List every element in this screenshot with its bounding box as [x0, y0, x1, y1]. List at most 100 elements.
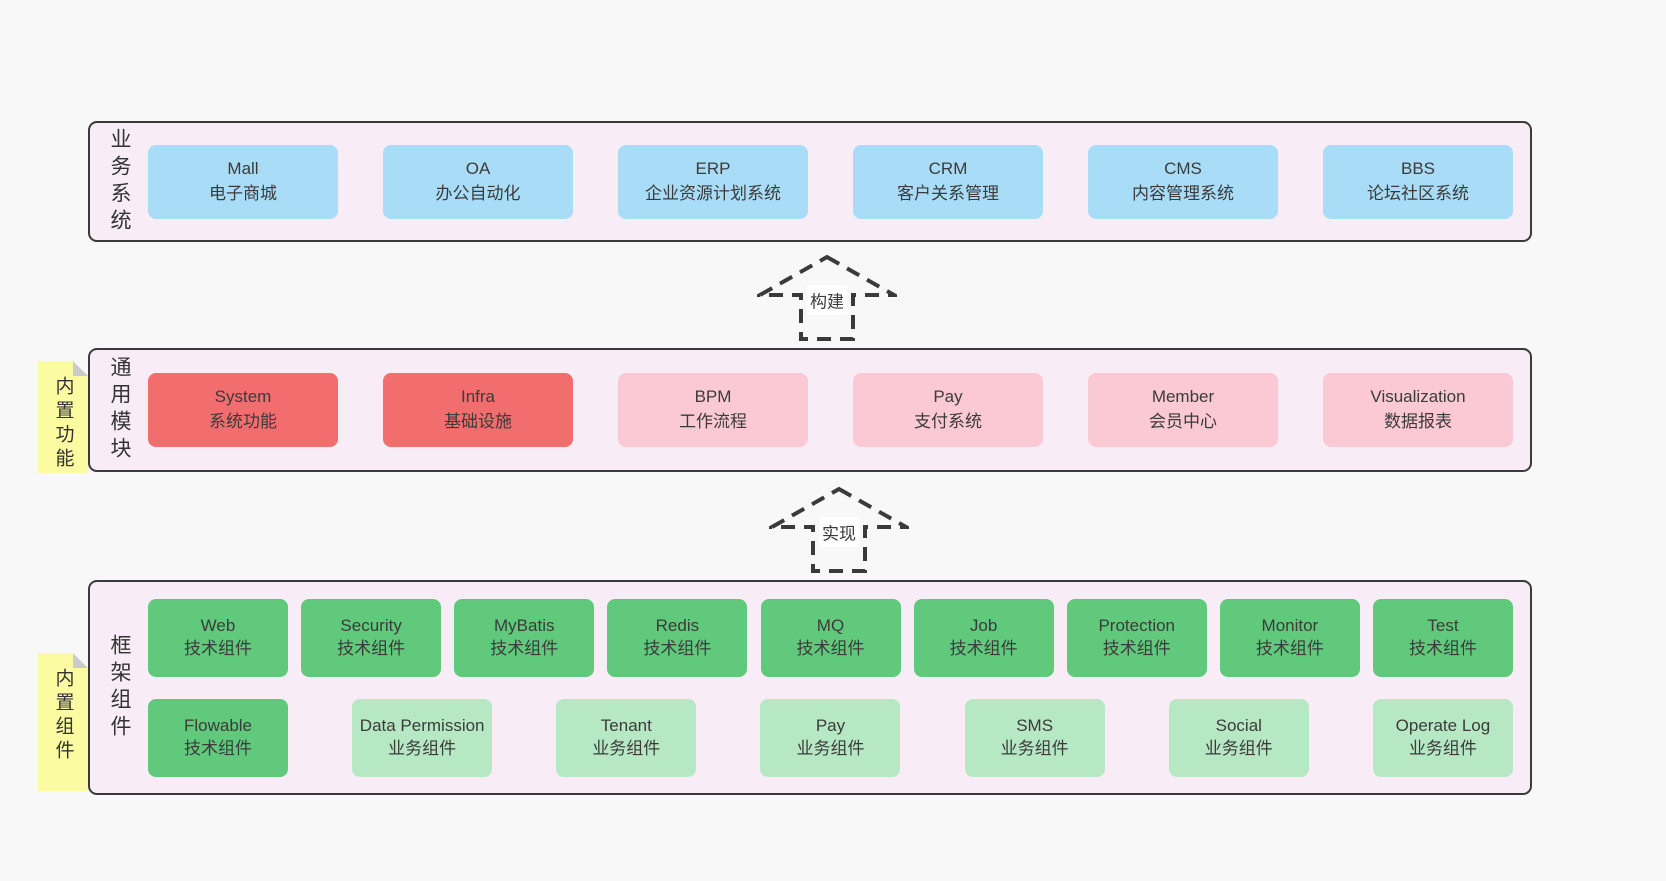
node-test: Test 技术组件: [1373, 598, 1513, 677]
node-bbs: BBS 论坛社区系统: [1323, 144, 1513, 219]
sticky-tab-built-in-features: 内置功能: [38, 361, 88, 473]
node-title: Data Permission: [359, 716, 485, 736]
node-visualization: Visualization 数据报表: [1323, 373, 1513, 447]
node-subtitle: 客户关系管理: [897, 183, 999, 203]
node-title: Pay: [933, 387, 963, 407]
node-title: Protection: [1098, 616, 1176, 636]
dashed-up-arrow-icon: [757, 254, 897, 341]
sticky-tab-label: 内置功能: [52, 376, 74, 472]
band-label-business-systems: 业务系统: [108, 127, 131, 236]
node-subtitle: 技术组件: [949, 638, 1018, 658]
node-redis: Redis 技术组件: [607, 598, 748, 677]
arrow-implement: 实现: [769, 486, 909, 574]
node-subtitle: 技术组件: [184, 638, 252, 658]
node-subtitle: 支付系统: [914, 412, 982, 431]
node-title: MQ: [816, 616, 845, 636]
node-title: Pay: [815, 716, 846, 736]
node-erp: ERP 企业资源计划系统: [618, 144, 808, 219]
node-title: BBS: [1400, 158, 1436, 178]
node-subtitle: 基础设施: [444, 412, 512, 431]
node-mall: Mall 电子商城: [148, 144, 338, 219]
node-title: Monitor: [1261, 616, 1319, 636]
node-title: Operate Log: [1395, 716, 1491, 736]
band-content: System 系统功能 Infra 基础设施 BPM 工作流程 Pay 支付系统…: [148, 373, 1530, 447]
node-subtitle: 技术组件: [337, 638, 406, 658]
node-flowable: Flowable 技术组件: [148, 698, 288, 777]
node-subtitle: 技术组件: [1255, 638, 1324, 658]
sticky-tab-label: 内置组件: [52, 668, 74, 764]
node-subtitle: 工作流程: [679, 412, 747, 431]
node-web: Web 技术组件: [148, 598, 288, 677]
node-title: Web: [200, 616, 236, 636]
node-title: Mall: [227, 158, 259, 178]
arrow-build-label: 构建: [807, 285, 847, 315]
node-title: SMS: [1016, 716, 1054, 736]
node-job: Job 技术组件: [913, 598, 1054, 677]
band-label-common-modules: 通用模块: [108, 356, 131, 464]
band-common-modules: 通用模块 System 系统功能 Infra 基础设施 BPM 工作流程 Pay…: [88, 348, 1532, 472]
sticky-tab-built-in-components: 内置组件: [38, 653, 88, 791]
node-title: BPM: [694, 387, 732, 407]
node-title: Social: [1215, 716, 1262, 736]
node-subtitle: 业务组件: [1000, 738, 1069, 758]
node-pay: Pay 支付系统: [853, 373, 1043, 447]
node-subtitle: 技术组件: [796, 638, 865, 658]
node-subtitle: 业务组件: [388, 738, 457, 758]
node-subtitle: 业务组件: [796, 738, 865, 758]
band-framework-components: 框架组件 Web 技术组件 Security 技术组件 MyBatis 技术组件…: [88, 580, 1532, 795]
node-subtitle: 数据报表: [1384, 412, 1452, 431]
band-content: Web 技术组件 Security 技术组件 MyBatis 技术组件 Redi…: [148, 598, 1530, 777]
node-title: Flowable: [183, 716, 253, 736]
node-title: Job: [969, 616, 998, 636]
node-subtitle: 技术组件: [1102, 638, 1171, 658]
node-security: Security 技术组件: [301, 598, 442, 677]
node-oa: OA 办公自动化: [383, 144, 573, 219]
node-mq: MQ 技术组件: [760, 598, 901, 677]
band-label-framework-components: 框架组件: [108, 633, 131, 742]
node-infra: Infra 基础设施: [383, 373, 573, 447]
arrow-implement-label: 实现: [819, 517, 859, 547]
node-subtitle: 业务组件: [592, 738, 661, 758]
node-subtitle: 论坛社区系统: [1367, 183, 1469, 203]
node-title: MyBatis: [494, 616, 555, 636]
node-cms: CMS 内容管理系统: [1088, 144, 1278, 219]
node-crm: CRM 客户关系管理: [853, 144, 1043, 219]
node-pay-component: Pay 业务组件: [760, 698, 901, 777]
node-subtitle: 业务组件: [1408, 738, 1477, 758]
node-title: OA: [465, 158, 491, 178]
band-business-systems: 业务系统 Mall 电子商城 OA 办公自动化 ERP 企业资源计划系统 CRM…: [88, 121, 1532, 242]
node-monitor: Monitor 技术组件: [1219, 598, 1360, 677]
node-subtitle: 企业资源计划系统: [645, 183, 781, 203]
node-tenant: Tenant 业务组件: [556, 698, 697, 777]
node-title: Infra: [460, 387, 496, 407]
node-sms: SMS 业务组件: [964, 698, 1105, 777]
node-subtitle: 业务组件: [1204, 738, 1273, 758]
node-title: Test: [1427, 616, 1459, 636]
node-title: Tenant: [600, 716, 652, 736]
band-content: Mall 电子商城 OA 办公自动化 ERP 企业资源计划系统 CRM 客户关系…: [148, 144, 1530, 219]
node-subtitle: 电子商城: [209, 183, 277, 203]
node-subtitle: 系统功能: [209, 412, 277, 431]
node-title: CMS: [1164, 158, 1202, 178]
node-data-permission: Data Permission 业务组件: [352, 698, 493, 777]
node-subtitle: 技术组件: [184, 738, 252, 758]
node-title: Member: [1151, 387, 1215, 407]
node-subtitle: 技术组件: [490, 638, 559, 658]
node-operate-log: Operate Log 业务组件: [1372, 698, 1513, 777]
node-subtitle: 技术组件: [1409, 638, 1477, 658]
node-title: CRM: [928, 158, 968, 178]
node-title: Visualization: [1370, 387, 1466, 407]
node-subtitle: 会员中心: [1149, 412, 1217, 431]
arrow-build: 构建: [757, 254, 897, 342]
node-title: Redis: [655, 616, 700, 636]
node-bpm: BPM 工作流程: [618, 373, 808, 447]
node-social: Social 业务组件: [1168, 698, 1309, 777]
node-subtitle: 办公自动化: [435, 183, 521, 203]
node-subtitle: 技术组件: [643, 638, 712, 658]
dashed-up-arrow-icon: [769, 486, 909, 573]
node-title: Security: [340, 616, 402, 636]
node-mybatis: MyBatis 技术组件: [454, 598, 595, 677]
node-member: Member 会员中心: [1088, 373, 1278, 447]
node-title: System: [214, 387, 272, 407]
